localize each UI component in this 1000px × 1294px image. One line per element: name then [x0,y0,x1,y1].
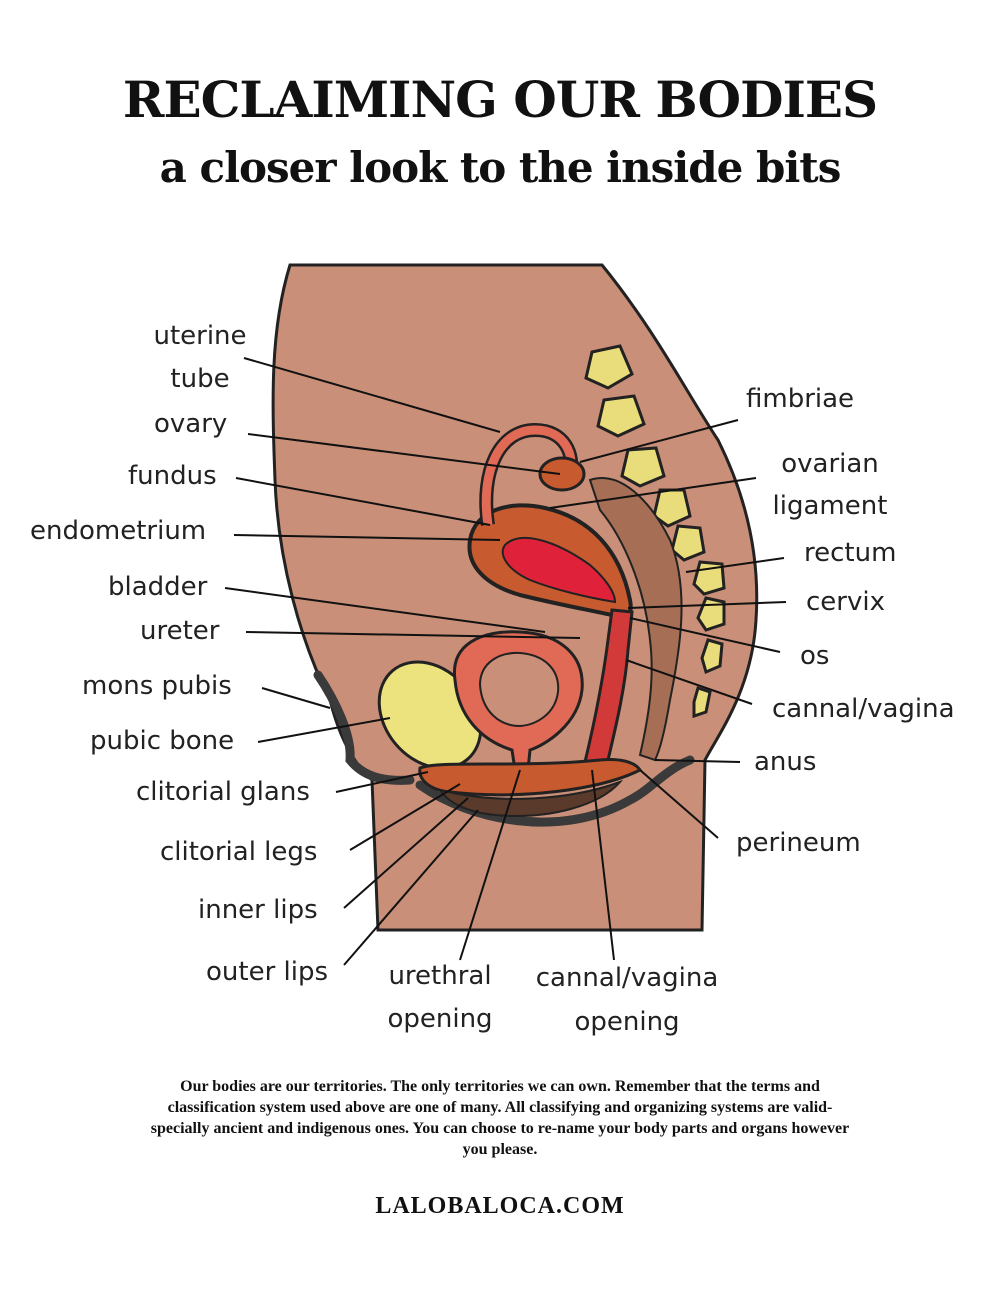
label-rectum: rectum [804,538,897,568]
page-subtitle: a closer look to the inside bits [159,143,842,192]
leader-mons-pubis [261,687,331,709]
leader-fundus [235,477,491,526]
label-endometrium: endometrium [30,516,207,546]
label-mons-pubis: mons pubis [82,671,232,701]
leader-lines [224,357,787,966]
ovary-shape [538,456,586,492]
label-outer-lips: outer lips [206,957,329,987]
body-silhouette [271,263,759,932]
leader-anus [654,759,741,763]
leader-inner-lips [343,797,469,909]
leader-urethral-opening [459,769,521,961]
label-inner-lips: inner lips [198,895,318,925]
rectum-shape [588,477,683,762]
label-perineum: perineum [736,828,861,858]
label-os: os [800,641,830,671]
leader-ovarian-ligament [549,477,757,509]
label-bladder: bladder [108,572,208,602]
label-cervix: cervix [806,587,885,617]
label-cannal-vagina: cannal/vagina [772,694,955,724]
leader-vagina-opening [591,769,615,961]
leader-outer-lips [343,809,479,966]
label-fimbriae: fimbriae [746,384,855,414]
label-ovarian-ligament: ovarian ligament [772,449,888,521]
leader-bladder [224,587,546,633]
leader-clitorial-glans [335,771,429,793]
leader-endometrium [233,534,501,541]
label-ovary: ovary [154,409,228,439]
leader-clitorial-legs [349,783,461,851]
page-title: RECLAIMING OUR BODIES [122,70,878,129]
website-link[interactable]: LALOBALOCA.COM [375,1193,625,1219]
leader-uterine-tube [243,357,501,433]
leader-cervix [627,601,787,609]
label-ureter: ureter [140,616,220,646]
leader-pubic-bone [257,717,391,743]
endometrium-shape [501,537,617,604]
label-uterine-tube: uterine tube [153,321,247,394]
label-fundus: fundus [128,461,217,491]
leader-cannal-vagina [625,659,753,705]
leader-os [629,617,781,653]
leader-perineum [639,769,719,839]
leader-rectum [685,557,785,573]
label-pubic-bone: pubic bone [90,726,235,756]
label-anus: anus [754,747,817,777]
leader-ovary [247,433,561,475]
leader-fimbriae [579,419,739,463]
footer-text: Our bodies are our territories. The only… [150,1078,850,1158]
label-clitorial-glans: clitorial glans [136,777,310,807]
pubic-hair-front [313,670,415,785]
label-vagina-opening: cannal/vagina opening [535,963,719,1037]
leader-ureter [245,631,581,639]
label-urethral-opening: urethral opening [387,961,493,1034]
label-clitorial-legs: clitorial legs [160,837,318,867]
